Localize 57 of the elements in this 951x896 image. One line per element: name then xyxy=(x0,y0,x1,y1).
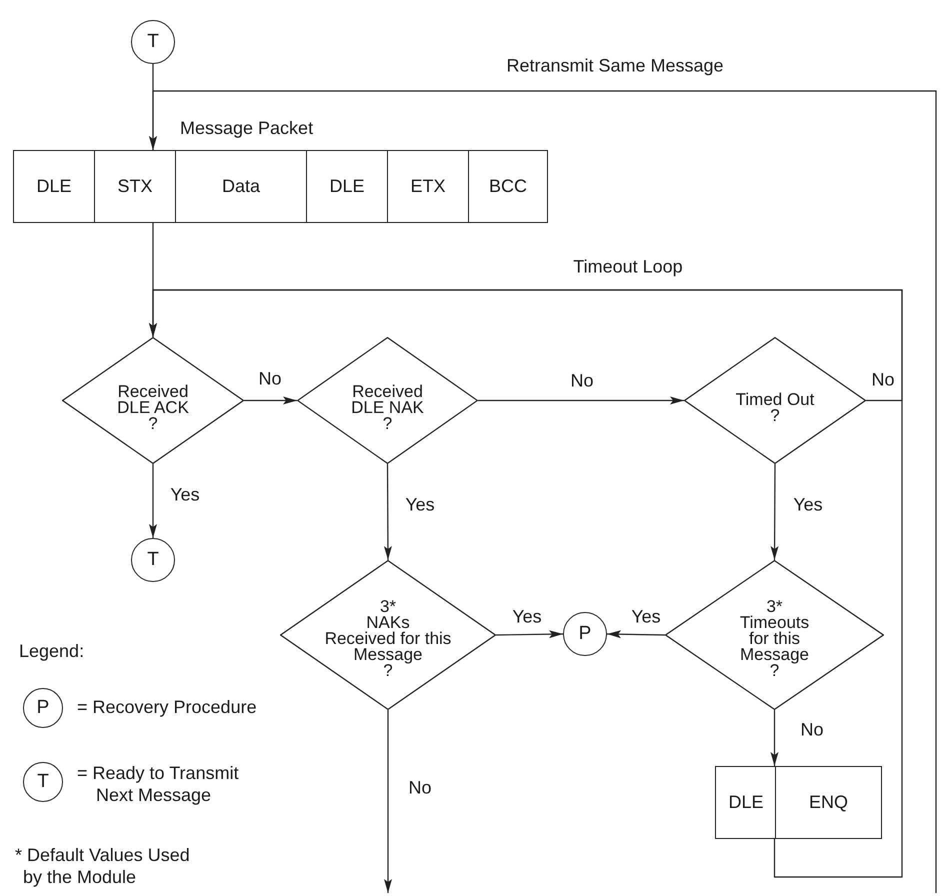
flow-arrow xyxy=(770,710,778,766)
connector-circle xyxy=(131,20,175,64)
packet-field xyxy=(94,150,176,223)
decision-diamond xyxy=(684,337,866,464)
edge-label: Timeout Loop xyxy=(571,256,685,278)
decision-text: Timeouts for this Message xyxy=(740,615,810,663)
field-label: ENQ xyxy=(808,792,848,813)
question-mark: ? xyxy=(382,416,392,432)
connector-letter: T xyxy=(147,549,159,571)
decision-diamond xyxy=(665,560,884,710)
flow-arrow xyxy=(149,289,903,878)
flow-arrow xyxy=(606,630,666,638)
decision-diamond xyxy=(280,560,496,710)
decision-text: 3* xyxy=(766,599,783,615)
connector-circle xyxy=(131,538,175,582)
field-label: DLE xyxy=(728,792,764,813)
flow-arrow xyxy=(770,464,779,560)
field-label: STX xyxy=(117,176,152,197)
field-label: DLE xyxy=(36,176,72,197)
flow-arrow xyxy=(384,464,392,560)
packet-field xyxy=(775,766,882,839)
footnote: * Default Values Used by the Module xyxy=(15,844,190,888)
legend-text: = Ready to Transmit Next Message xyxy=(77,762,239,806)
legend-symbol: T xyxy=(23,762,63,802)
legend-symbol: P xyxy=(23,688,63,728)
question-mark: ? xyxy=(770,408,780,424)
decision-text: Received DLE ACK xyxy=(117,384,189,416)
decision-text: Timed Out xyxy=(736,392,814,408)
decision-diamond xyxy=(62,337,244,464)
packet-field xyxy=(13,150,95,223)
decision-text: NAKs Received for this Message xyxy=(324,615,452,663)
flow-arrow xyxy=(496,630,563,638)
question-mark: ? xyxy=(770,663,780,679)
flow-arrow xyxy=(149,464,157,538)
field-label: Data xyxy=(222,176,260,197)
decision-text: Received DLE NAK xyxy=(351,384,424,416)
question-mark: ? xyxy=(383,663,393,679)
connector-circle xyxy=(563,612,607,656)
decision-text: 3* xyxy=(380,599,396,615)
field-label: ETX xyxy=(410,176,446,197)
flow-arrow xyxy=(149,90,937,893)
connector-letter: P xyxy=(578,623,592,645)
packet-field xyxy=(468,150,548,223)
flow-arrow xyxy=(478,396,684,404)
packet-field xyxy=(306,150,388,223)
packet-heading: Message Packet xyxy=(180,118,314,139)
packet-field xyxy=(387,150,469,223)
decision-diamond xyxy=(297,337,478,464)
flow-arrow xyxy=(244,396,297,404)
flow-arrow xyxy=(384,710,392,893)
field-label: BCC xyxy=(488,176,527,197)
connector-letter: T xyxy=(147,31,159,53)
packet-field xyxy=(175,150,307,223)
question-mark: ? xyxy=(148,416,158,432)
field-label: DLE xyxy=(329,176,364,197)
legend-heading: Legend: xyxy=(19,641,84,662)
legend-text: = Recovery Procedure xyxy=(77,697,257,718)
